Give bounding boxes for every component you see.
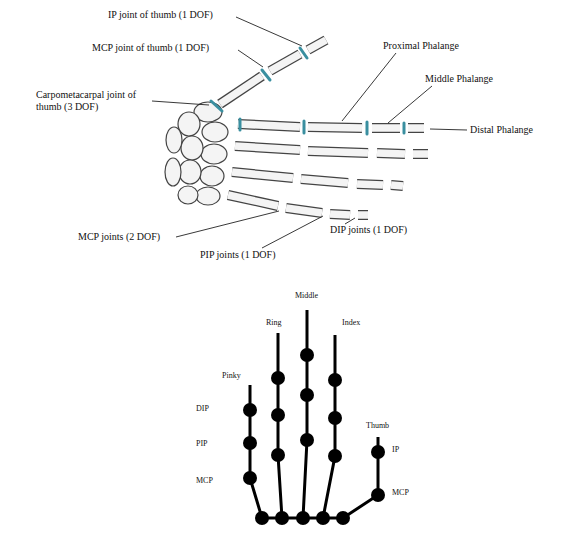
joint-label: Pinky xyxy=(222,371,241,381)
part-label: MCP joint of thumb (1 DOF) xyxy=(92,42,209,54)
joint-label: Middle xyxy=(295,291,318,301)
joint-label: DIP xyxy=(196,404,209,414)
joint-label: Index xyxy=(342,318,360,328)
carpal-bones xyxy=(165,102,228,205)
part-label: Middle Phalange xyxy=(425,73,493,85)
joint-label: PIP xyxy=(196,439,208,449)
part-label: Proximal Phalange xyxy=(383,40,459,52)
joint-label: MCP xyxy=(392,488,409,498)
part-label: DIP joints (1 DOF) xyxy=(330,224,407,236)
part-label: MCP joints (2 DOF) xyxy=(78,231,160,243)
finger-bones xyxy=(220,40,428,215)
joint-label: IP xyxy=(392,445,399,455)
joint-marks xyxy=(211,48,404,134)
joint-label: MCP xyxy=(196,476,213,486)
joint-label: Ring xyxy=(266,318,282,328)
part-label: PIP joints (1 DOF) xyxy=(200,249,275,261)
skeleton-links xyxy=(250,310,378,518)
joint-label: Thumb xyxy=(366,421,389,431)
part-label: Carpometacarpal joint of thumb (3 DOF) xyxy=(36,89,148,113)
part-label: IP joint of thumb (1 DOF) xyxy=(108,9,213,21)
joint-dots xyxy=(243,348,385,525)
part-label: Distal Phalange xyxy=(470,124,533,136)
